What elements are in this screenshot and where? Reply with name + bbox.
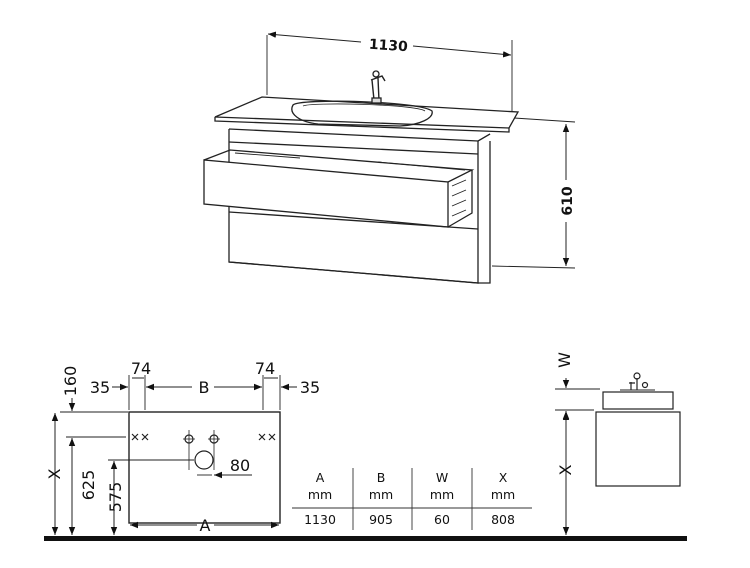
table-header-a: A [316,470,325,485]
plan-view [51,375,297,535]
table-value-x: 808 [491,512,515,527]
table-unit-x: mm [491,487,515,502]
dim-80-label: 80 [230,456,250,475]
side-dim-w-label: W [555,352,574,368]
table-value-a: 1130 [304,512,336,527]
dim-a-label: A [200,516,211,535]
table-unit-a: mm [308,487,332,502]
table-header-w: W [436,470,448,485]
dimension-table [292,468,532,530]
floor-line [44,536,687,541]
table-unit-w: mm [430,487,454,502]
table-value-w: 60 [434,512,450,527]
table-header-b: B [377,470,386,485]
table-header-x: X [499,470,508,485]
overall-height-label: 610 [560,186,576,215]
side-dim-x-label: X [556,464,575,475]
side-view [555,372,681,535]
dim-160-label: 160 [61,366,80,397]
cabinet-perspective [203,31,576,284]
dim-74-right-label: 74 [255,359,275,378]
dim-625-label: 625 [79,470,98,501]
overall-width-label: 1130 [368,37,408,56]
table-unit-b: mm [369,487,393,502]
dim-b-label: B [199,378,210,397]
table-value-b: 905 [369,512,393,527]
dim-35-right-label: 35 [300,378,320,397]
dim-x-left-label: X [45,468,64,479]
dim-575-label: 575 [106,482,125,513]
dim-74-left-label: 74 [131,359,151,378]
dim-35-left-label: 35 [90,378,110,397]
